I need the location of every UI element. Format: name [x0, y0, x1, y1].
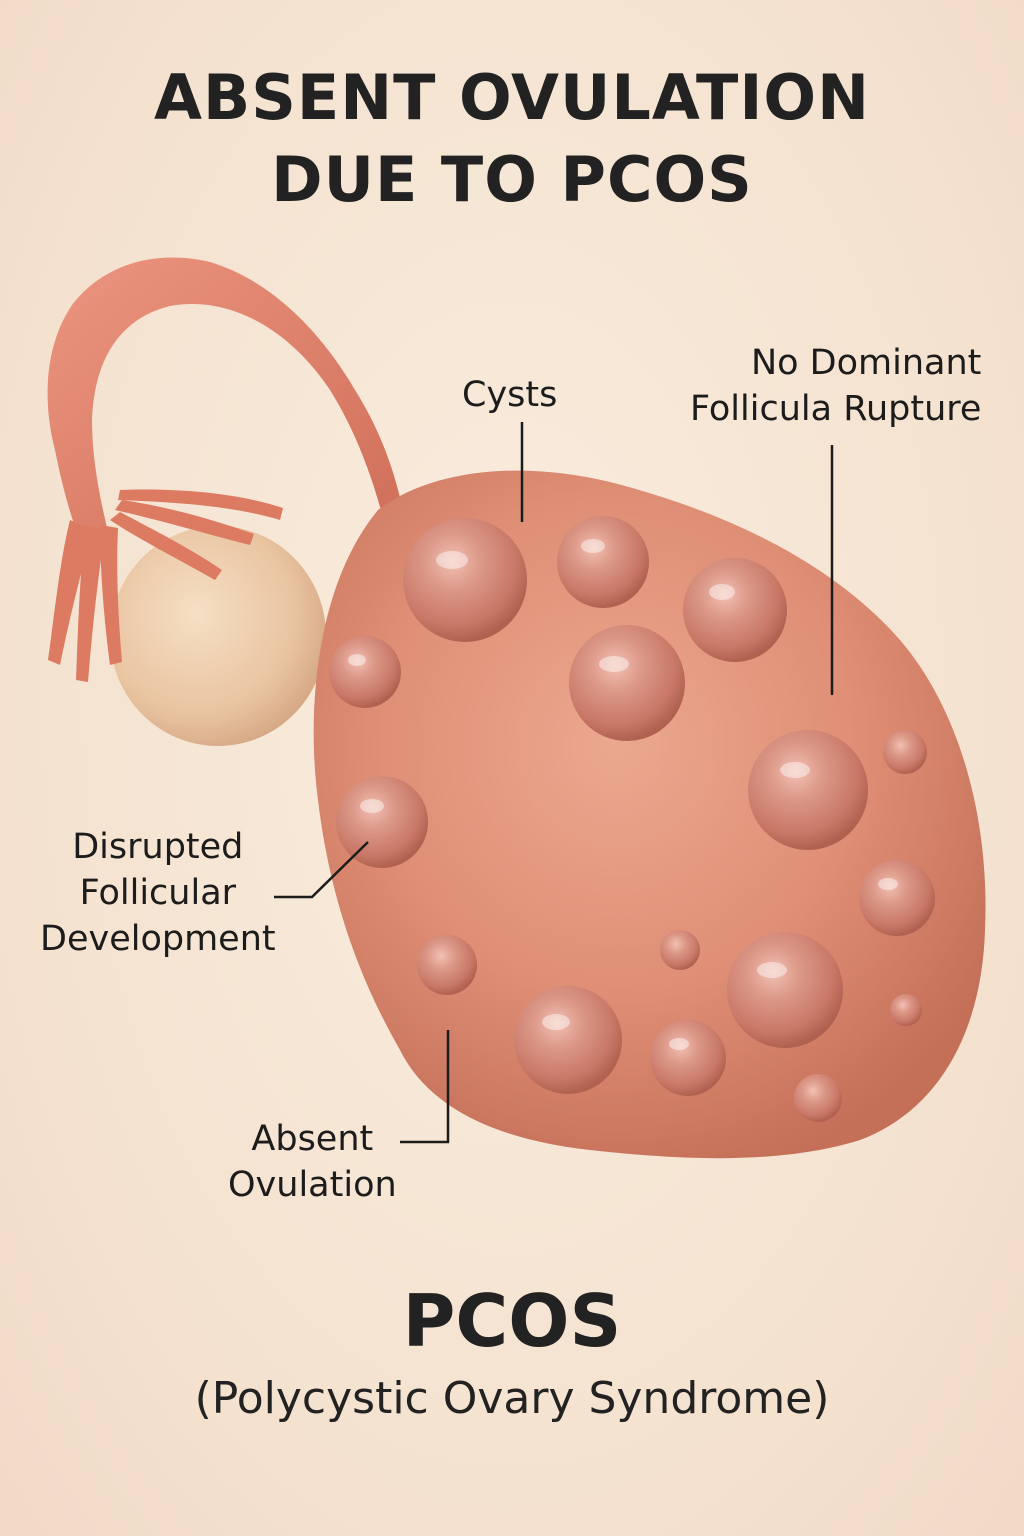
cyst	[650, 1020, 726, 1096]
cyst	[660, 930, 700, 970]
label-no-dominant-line2: Follicula Rupture	[690, 389, 982, 429]
fimbriae	[48, 489, 283, 682]
label-cysts: Cysts	[462, 375, 558, 415]
label-disrupted-line1: Disrupted	[72, 827, 244, 867]
label-absent-ovulation: Absent Ovulation	[228, 1116, 397, 1208]
cyst	[748, 730, 868, 850]
cyst	[514, 986, 622, 1094]
cyst	[859, 860, 935, 936]
cyst	[417, 935, 477, 995]
footer-subtitle: (Polycystic Ovary Syndrome)	[194, 1373, 830, 1424]
cyst-highlights	[348, 539, 898, 1050]
cyst	[557, 516, 649, 608]
footer-title: PCOS	[402, 1279, 622, 1363]
label-no-dominant-line1: No Dominant	[750, 343, 982, 383]
cyst	[569, 625, 685, 741]
egg-body	[110, 526, 326, 746]
cyst	[727, 932, 843, 1048]
title-line-1: ABSENT OVULATION	[153, 61, 870, 134]
label-disrupted-line2: Follicular	[79, 873, 237, 913]
cysts-group	[329, 516, 935, 1122]
label-absent-line1: Absent	[251, 1119, 374, 1159]
cyst	[794, 1074, 842, 1122]
cyst	[883, 730, 927, 774]
label-no-dominant-follicle: No Dominant Follicula Rupture	[690, 340, 981, 432]
label-absent-line2: Ovulation	[228, 1165, 397, 1205]
cyst	[336, 776, 428, 868]
leader-line-disrupted	[274, 841, 369, 899]
label-disrupted-line3: Development	[40, 919, 276, 959]
leader-line-absent	[400, 1030, 450, 1144]
title-line-2: DUE TO PCOS	[271, 143, 753, 216]
cyst	[683, 558, 787, 662]
fallopian-tube	[47, 257, 405, 540]
cyst	[403, 518, 527, 642]
leader-lines	[274, 422, 834, 1144]
cyst	[890, 994, 922, 1026]
cyst	[329, 636, 401, 708]
label-disrupted-development: Disrupted Follicular Development	[40, 824, 276, 962]
